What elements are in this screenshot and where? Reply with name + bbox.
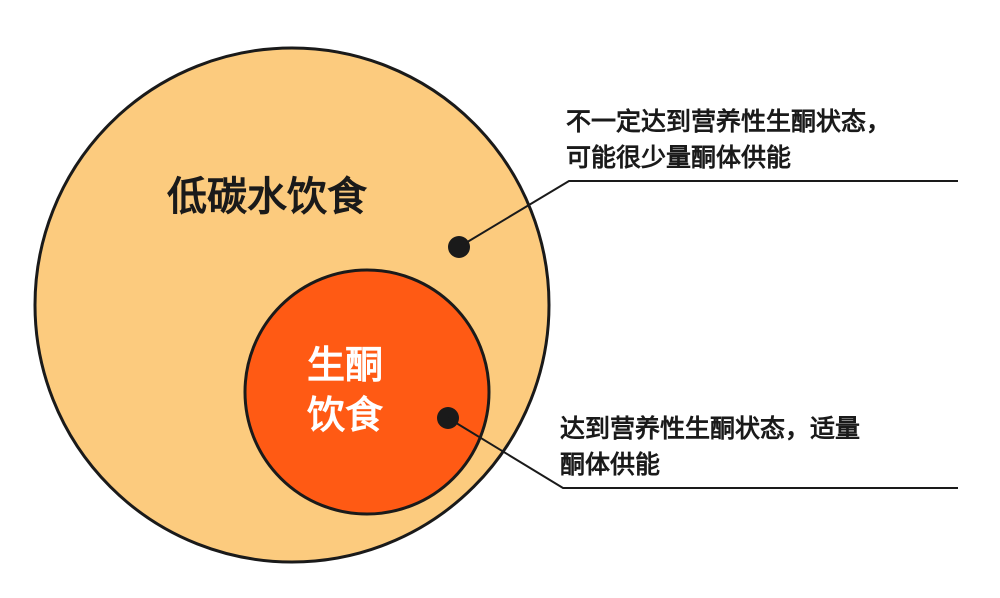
inner-circle-label-line1: 生酮 bbox=[307, 343, 383, 387]
outer-callout-text: 不一定达到营养性生酮状态， 可能很少量酮体供能 bbox=[566, 104, 891, 176]
inner-callout-leader bbox=[447, 417, 958, 489]
inner-callout-line2: 酮体供能 bbox=[560, 450, 661, 479]
inner-callout-line1: 达到营养性生酮状态，适量 bbox=[560, 414, 861, 443]
outer-circle-label: 低碳水饮食 bbox=[167, 174, 368, 220]
outer-callout-line1: 不一定达到营养性生酮状态， bbox=[566, 107, 892, 136]
outer-callout-leader bbox=[458, 180, 958, 248]
inner-callout-text: 达到营养性生酮状态，适量 酮体供能 bbox=[560, 411, 860, 483]
inner-circle-label-line2: 饮食 bbox=[307, 393, 384, 437]
outer-callout-line2: 可能很少量酮体供能 bbox=[566, 143, 792, 172]
inner-circle-keto bbox=[243, 268, 491, 516]
